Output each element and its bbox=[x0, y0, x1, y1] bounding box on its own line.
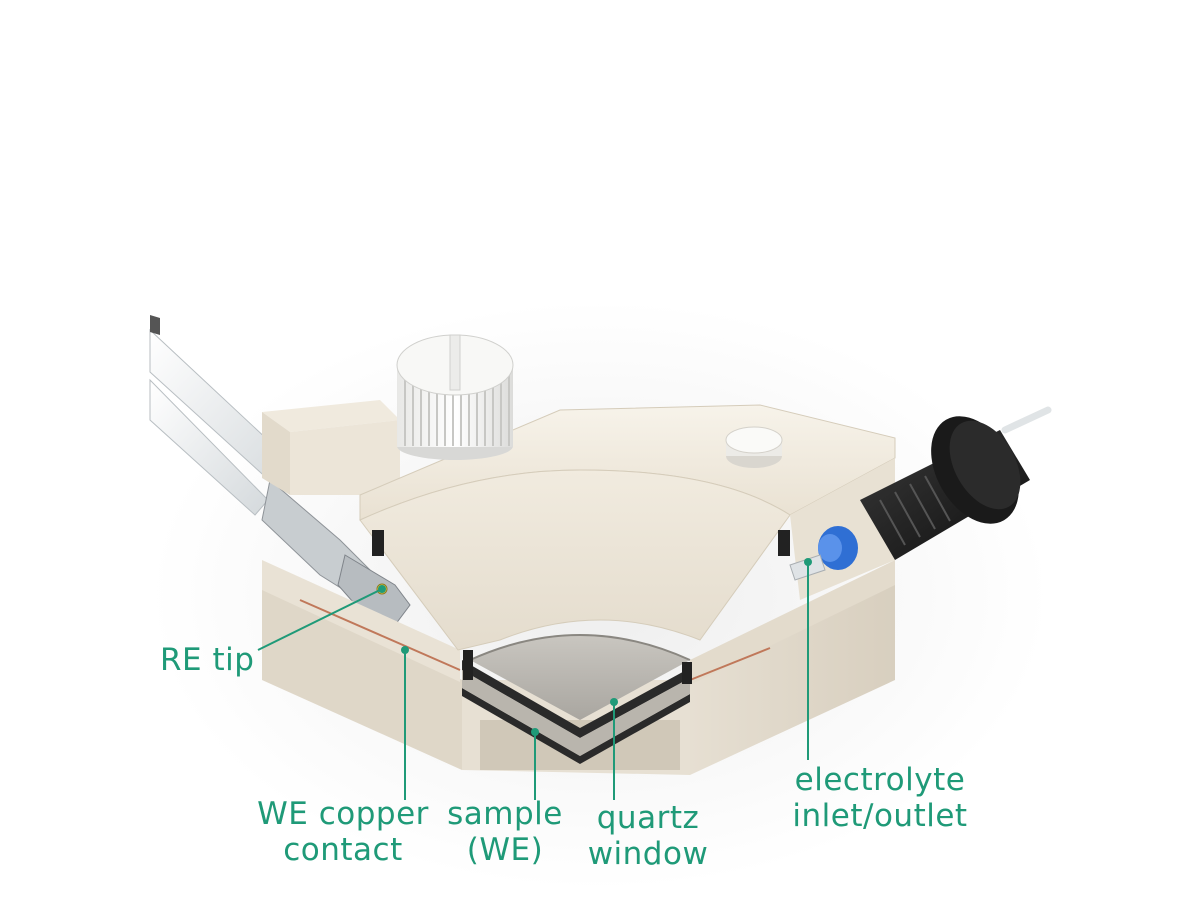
quartz-window-layer bbox=[462, 660, 690, 738]
threaded-fitting-icon bbox=[860, 406, 1052, 560]
base-right-side bbox=[690, 580, 895, 775]
label-sample-line1: sample bbox=[447, 796, 563, 832]
label-quartz-line2: window bbox=[587, 836, 709, 872]
plate-left bbox=[262, 560, 460, 682]
left-block-top bbox=[262, 400, 400, 432]
sample-layer bbox=[462, 688, 690, 764]
well-rim bbox=[469, 634, 691, 661]
cap-button-icon bbox=[725, 426, 783, 468]
label-sample-line2: (WE) bbox=[466, 832, 544, 868]
notch-back-right bbox=[778, 530, 790, 556]
label-re-tip: RE tip bbox=[160, 642, 254, 678]
sample-fill bbox=[462, 670, 690, 756]
label-electrolyte-inlet-outlet: electrolyte inlet/outlet bbox=[788, 762, 972, 834]
leader-lines bbox=[257, 562, 809, 800]
notch-back-left bbox=[372, 530, 384, 556]
dot-re-tip bbox=[378, 585, 386, 593]
notch-right bbox=[682, 662, 692, 684]
ridged-knob-icon bbox=[396, 334, 514, 460]
well bbox=[470, 635, 690, 720]
label-we-contact-line2: contact bbox=[283, 832, 403, 868]
left-block-front bbox=[290, 420, 400, 495]
dot-we-contact bbox=[401, 646, 409, 654]
blue-port-icon bbox=[789, 526, 858, 581]
label-re-tip-text: RE tip bbox=[160, 642, 255, 678]
dot-quartz bbox=[610, 698, 618, 706]
base-left bbox=[262, 580, 462, 770]
leader-dots bbox=[378, 558, 812, 736]
copper-strip-right bbox=[689, 647, 771, 681]
notch-left bbox=[463, 650, 473, 680]
copper-strip bbox=[299, 599, 461, 671]
label-sample-we: sample (WE) bbox=[440, 796, 570, 868]
dot-electrolyte bbox=[804, 558, 812, 566]
label-electrolyte-line2: inlet/outlet bbox=[792, 798, 968, 834]
plate-right bbox=[690, 560, 895, 685]
label-quartz-window: quartz window bbox=[584, 800, 712, 872]
leader-re-tip bbox=[257, 588, 383, 651]
dot-sample bbox=[531, 728, 539, 736]
label-quartz-line1: quartz bbox=[596, 800, 700, 836]
label-we-copper-contact: WE copper contact bbox=[250, 796, 436, 868]
label-electrolyte-line1: electrolyte bbox=[794, 762, 966, 798]
label-we-contact-line1: WE copper bbox=[257, 796, 429, 832]
body-front bbox=[359, 469, 791, 651]
left-block-face bbox=[262, 412, 290, 495]
